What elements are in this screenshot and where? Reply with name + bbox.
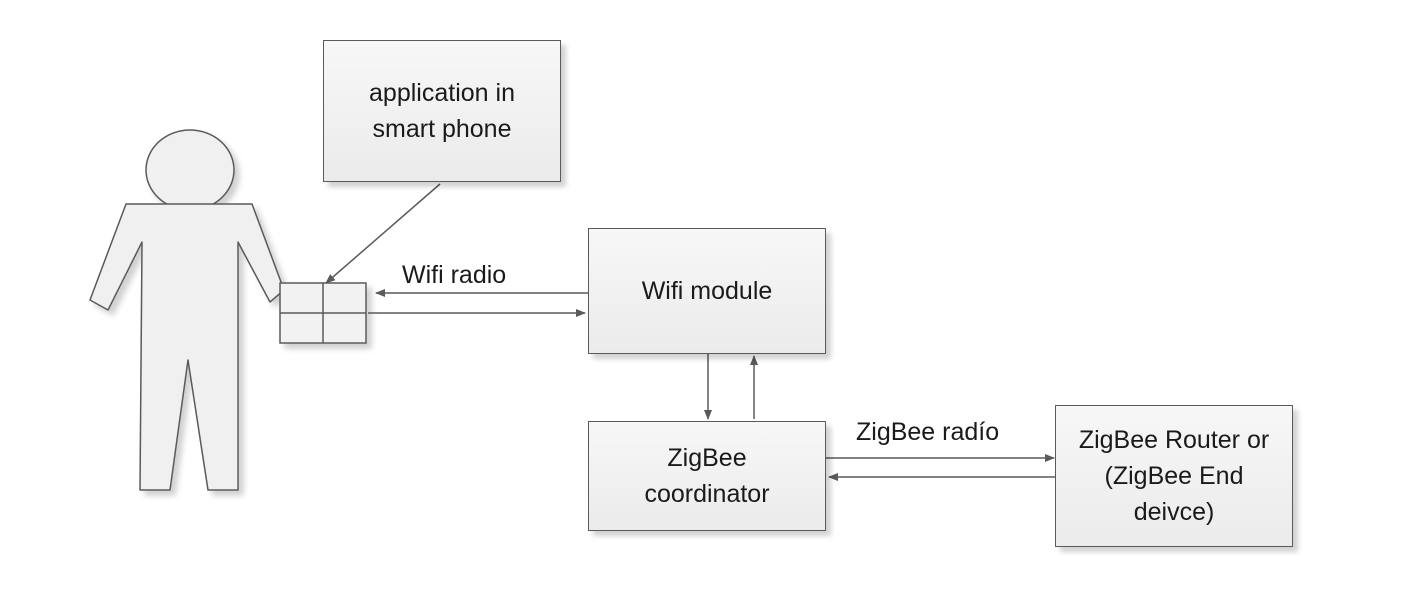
app-to-phone-arrow (325, 183, 441, 284)
zigbee-coordinator-box: ZigBee coordinator (588, 421, 826, 531)
zigbee-coordinator-label: ZigBee coordinator (644, 444, 770, 508)
person-head (145, 129, 235, 211)
person-icon (89, 129, 285, 491)
wifi-module-box: Wifi module (588, 228, 826, 354)
zigbee-router-label: ZigBee Router or (ZigBee End deivce) (1078, 426, 1270, 526)
application-label: application in smart phone (369, 79, 515, 143)
smartphone-icon (279, 282, 367, 344)
wifi-radio-label: Wifi radio (402, 261, 507, 289)
application-box: application in smart phone (323, 40, 561, 182)
person-body (89, 203, 285, 491)
wifi-module-label: Wifi module (641, 277, 773, 305)
zigbee-router-box: ZigBee Router or (ZigBee End deivce) (1055, 405, 1293, 547)
zigbee-radio-label: ZigBee radío (856, 418, 1000, 446)
